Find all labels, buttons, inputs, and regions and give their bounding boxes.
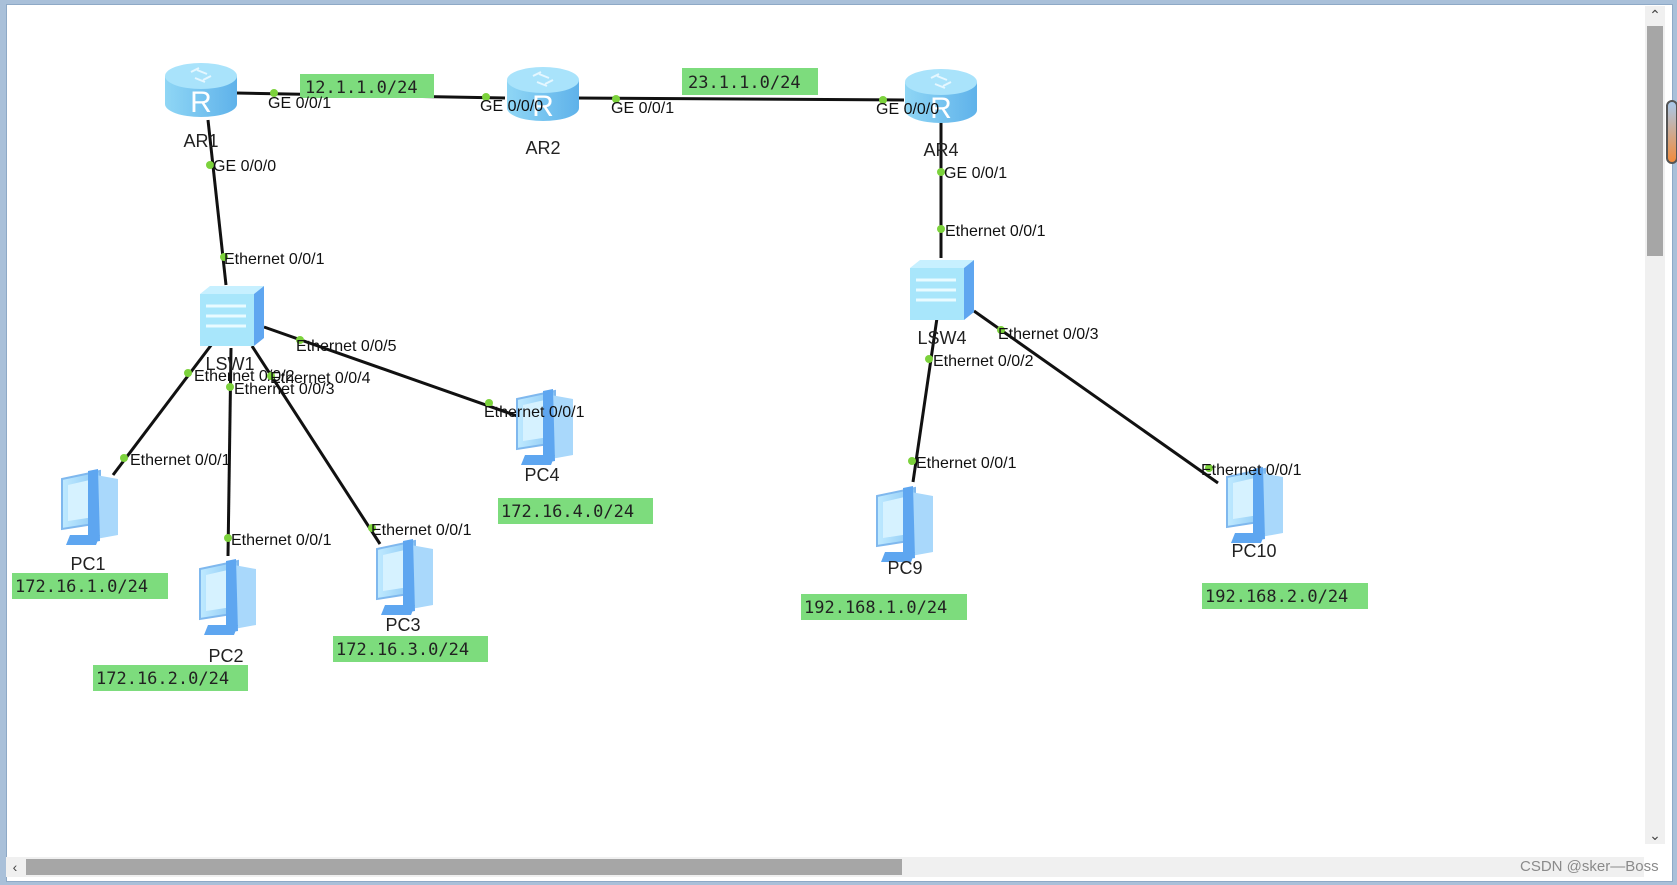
port-label: Ethernet 0/0/1 xyxy=(484,404,585,421)
device-label: PC9 xyxy=(887,558,922,578)
watermark: CSDN @sker—Boss xyxy=(1520,858,1659,875)
device-label: AR1 xyxy=(183,131,218,151)
port-label: Ethernet 0/0/1 xyxy=(231,532,332,549)
port-ar4-ge001[interactable]: GE 0/0/1 xyxy=(937,165,1007,182)
network-text: 192.168.2.0/24 xyxy=(1205,587,1348,607)
network-label-pc1: 172.16.1.0/24 xyxy=(12,573,168,599)
port-label: Ethernet 0/0/5 xyxy=(296,338,397,355)
port-lsw1-e005[interactable]: Ethernet 0/0/5 xyxy=(296,336,397,355)
port-label: Ethernet 0/0/1 xyxy=(916,455,1017,472)
pc-pc9[interactable]: PC9 xyxy=(876,485,934,578)
network-label-pc4: 172.16.4.0/24 xyxy=(498,498,653,524)
topology-canvas-frame xyxy=(6,4,1673,882)
port-pc3-e001[interactable]: Ethernet 0/0/1 xyxy=(368,522,472,539)
network-label-pc3: 172.16.3.0/24 xyxy=(333,636,488,662)
router-ar2[interactable]: AR2 xyxy=(506,66,580,158)
vertical-scroll-thumb[interactable] xyxy=(1647,26,1663,256)
port-label: Ethernet 0/0/1 xyxy=(1201,462,1302,479)
port-pc10-e001[interactable]: Ethernet 0/0/1 xyxy=(1201,462,1302,479)
port-ar1-ge001[interactable]: GE 0/0/1 xyxy=(268,89,331,112)
port-label: Ethernet 0/0/3 xyxy=(234,381,335,398)
device-label: LSW1 xyxy=(205,354,254,374)
port-label: GE 0/0/0 xyxy=(480,98,543,115)
network-label-ar2-ar4: 23.1.1.0/24 xyxy=(682,68,818,95)
scroll-up-button[interactable]: ⌃ xyxy=(1649,7,1661,23)
network-label-pc10: 192.168.2.0/24 xyxy=(1202,583,1368,609)
horizontal-scroll-thumb[interactable] xyxy=(26,859,902,875)
port-lsw4-e002[interactable]: Ethernet 0/0/2 xyxy=(925,353,1034,370)
link-lsw1-pc4[interactable] xyxy=(263,325,521,419)
port-ar4-ge000[interactable]: GE 0/0/0 xyxy=(876,96,939,118)
network-text: 172.16.3.0/24 xyxy=(336,640,469,660)
port-lsw4-e003[interactable]: Ethernet 0/0/3 xyxy=(997,326,1099,343)
port-label: Ethernet 0/0/1 xyxy=(945,223,1046,240)
port-label: Ethernet 0/0/2 xyxy=(194,368,295,385)
port-label: Ethernet 0/0/4 xyxy=(270,370,371,387)
port-ar2-ge001[interactable]: GE 0/0/1 xyxy=(611,95,674,117)
port-lsw1-e003[interactable]: Ethernet 0/0/3 xyxy=(226,381,335,398)
port-label: GE 0/0/1 xyxy=(944,165,1007,182)
scroll-down-button[interactable]: ⌄ xyxy=(1649,827,1661,843)
port-lsw1-e002[interactable]: Ethernet 0/0/2 xyxy=(184,368,295,385)
port-ar2-ge000[interactable]: GE 0/0/0 xyxy=(480,93,543,115)
port-ar1-ge000[interactable]: GE 0/0/0 xyxy=(206,158,276,175)
port-lsw1-e001[interactable]: Ethernet 0/0/1 xyxy=(220,251,325,268)
device-label: PC3 xyxy=(385,615,420,635)
port-label: GE 0/0/1 xyxy=(268,95,331,112)
link-lsw4-pc9[interactable] xyxy=(911,317,939,483)
router-ar4[interactable]: AR4 xyxy=(904,68,978,160)
pc-pc3[interactable]: PC3 xyxy=(376,538,434,635)
vertical-scrollbar[interactable]: ⌃ ⌄ xyxy=(1645,6,1665,844)
port-pc1-e001[interactable]: Ethernet 0/0/1 xyxy=(120,452,231,469)
port-label: Ethernet 0/0/1 xyxy=(371,522,472,539)
device-label: LSW4 xyxy=(917,328,966,348)
link-lsw1-pc2[interactable] xyxy=(226,347,233,557)
switch-lsw1[interactable]: LSW1 xyxy=(198,284,266,374)
device-label: PC2 xyxy=(208,646,243,666)
network-text: 172.16.1.0/24 xyxy=(15,577,148,597)
link-ar2-ar4[interactable] xyxy=(574,96,905,102)
network-text: 172.16.2.0/24 xyxy=(96,669,229,689)
device-label: PC1 xyxy=(70,554,105,574)
port-label: GE 0/0/1 xyxy=(611,100,674,117)
link-lsw4-pc10[interactable] xyxy=(973,309,1219,485)
port-pc4-e001[interactable]: Ethernet 0/0/1 xyxy=(484,399,585,421)
link-lsw1-pc1[interactable] xyxy=(111,343,214,476)
scroll-left-button[interactable]: ‹ xyxy=(12,859,18,875)
network-label-ar1-ar2: 12.1.1.0/24 xyxy=(300,74,434,98)
device-label: AR2 xyxy=(525,138,560,158)
port-label: GE 0/0/0 xyxy=(213,158,276,175)
side-panel-grip-handle[interactable] xyxy=(1666,100,1677,164)
network-label-pc9: 192.168.1.0/24 xyxy=(801,594,967,620)
pc-pc1[interactable]: PC1 xyxy=(61,468,119,574)
port-pc2-e001[interactable]: Ethernet 0/0/1 xyxy=(224,532,332,549)
pc-pc10[interactable]: PC10 xyxy=(1226,466,1284,561)
pc-pc4[interactable]: PC4 xyxy=(516,388,574,485)
port-label: GE 0/0/0 xyxy=(876,101,939,118)
horizontal-scrollbar[interactable]: ‹ xyxy=(6,857,1644,877)
pc-pc2[interactable]: PC2 xyxy=(199,558,257,666)
device-label: PC10 xyxy=(1231,541,1276,561)
device-label: AR4 xyxy=(923,140,958,160)
network-text: 23.1.1.0/24 xyxy=(688,73,801,93)
port-label: Ethernet 0/0/1 xyxy=(224,251,325,268)
router-ar1[interactable]: AR1 xyxy=(164,62,238,151)
switch-lsw4[interactable]: LSW4 xyxy=(908,258,976,348)
network-label-pc2: 172.16.2.0/24 xyxy=(93,665,248,691)
port-lsw1-e004[interactable]: Ethernet 0/0/4 xyxy=(267,370,371,387)
network-text: 172.16.4.0/24 xyxy=(501,502,634,522)
port-label: Ethernet 0/0/2 xyxy=(933,353,1034,370)
port-label: Ethernet 0/0/3 xyxy=(998,326,1099,343)
port-label: Ethernet 0/0/1 xyxy=(130,452,231,469)
network-text: 192.168.1.0/24 xyxy=(804,598,947,618)
port-lsw4-e001[interactable]: Ethernet 0/0/1 xyxy=(937,223,1046,240)
device-label: PC4 xyxy=(524,465,559,485)
network-text: 12.1.1.0/24 xyxy=(305,78,418,98)
port-pc9-e001[interactable]: Ethernet 0/0/1 xyxy=(908,455,1017,472)
